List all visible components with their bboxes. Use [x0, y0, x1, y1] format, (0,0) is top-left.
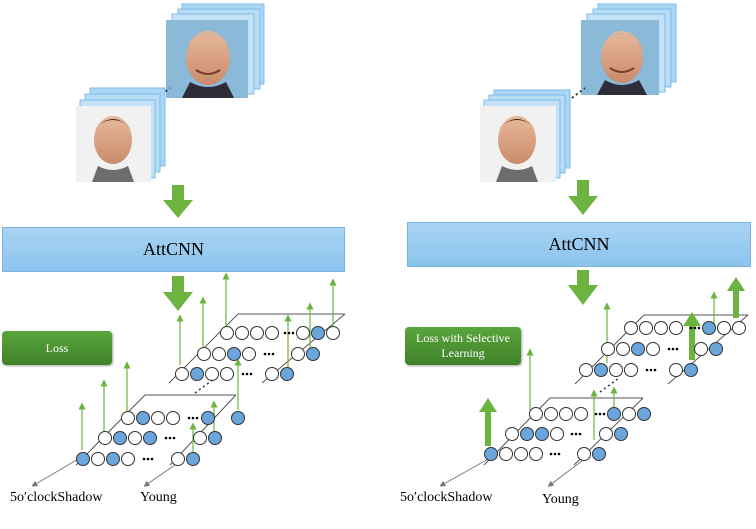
axis-label-young: Young: [542, 492, 579, 507]
down-arrow-icon: [163, 276, 193, 311]
loss-box: Loss: [2, 331, 112, 365]
up-arrow-icon: [479, 277, 745, 446]
layer-frame: [483, 314, 749, 466]
panel-standard-loss: AttCNN Loss 5o′clockShadow Young: [2, 3, 346, 505]
face-photo-icon: [76, 87, 166, 182]
down-arrow-icon: [163, 185, 193, 218]
loss-with-selective-learning-box: Loss with Selective Learning: [405, 327, 521, 365]
attcnn-box: AttCNN: [2, 227, 345, 272]
panel-selective-learning: AttCNN Loss with Selective Learning 5o′c…: [378, 0, 756, 529]
ellipsis-icon: [549, 326, 701, 456]
axis-label-5oclockshadow: 5o′clockShadow: [10, 490, 103, 505]
down-arrow-icon: [568, 180, 598, 215]
axis-arrow: [31, 457, 81, 487]
face-photo-icon: [581, 3, 677, 95]
node-group: [579, 321, 746, 377]
axis-arrow: [547, 457, 587, 487]
axis-arrow: [439, 457, 491, 487]
face-photo-icon: [480, 89, 571, 182]
node-group: [175, 326, 340, 381]
diagram-left-art: [31, 3, 346, 487]
ellipsis-icon: [142, 331, 295, 461]
diagram-right-art: [439, 3, 749, 487]
face-photo-icon: [166, 3, 265, 98]
axis-label-young: Young: [140, 490, 177, 505]
dotted-link: [194, 378, 215, 394]
dotted-link: [599, 377, 620, 393]
node-group: [484, 407, 651, 461]
down-arrow-icon: [568, 270, 598, 305]
axis-label-5oclockshadow: 5o′clockShadow: [400, 490, 493, 505]
dotted-link: [149, 87, 171, 105]
node-group: [76, 411, 245, 466]
attcnn-box: AttCNN: [407, 222, 751, 267]
up-arrow-icon: [78, 272, 337, 457]
